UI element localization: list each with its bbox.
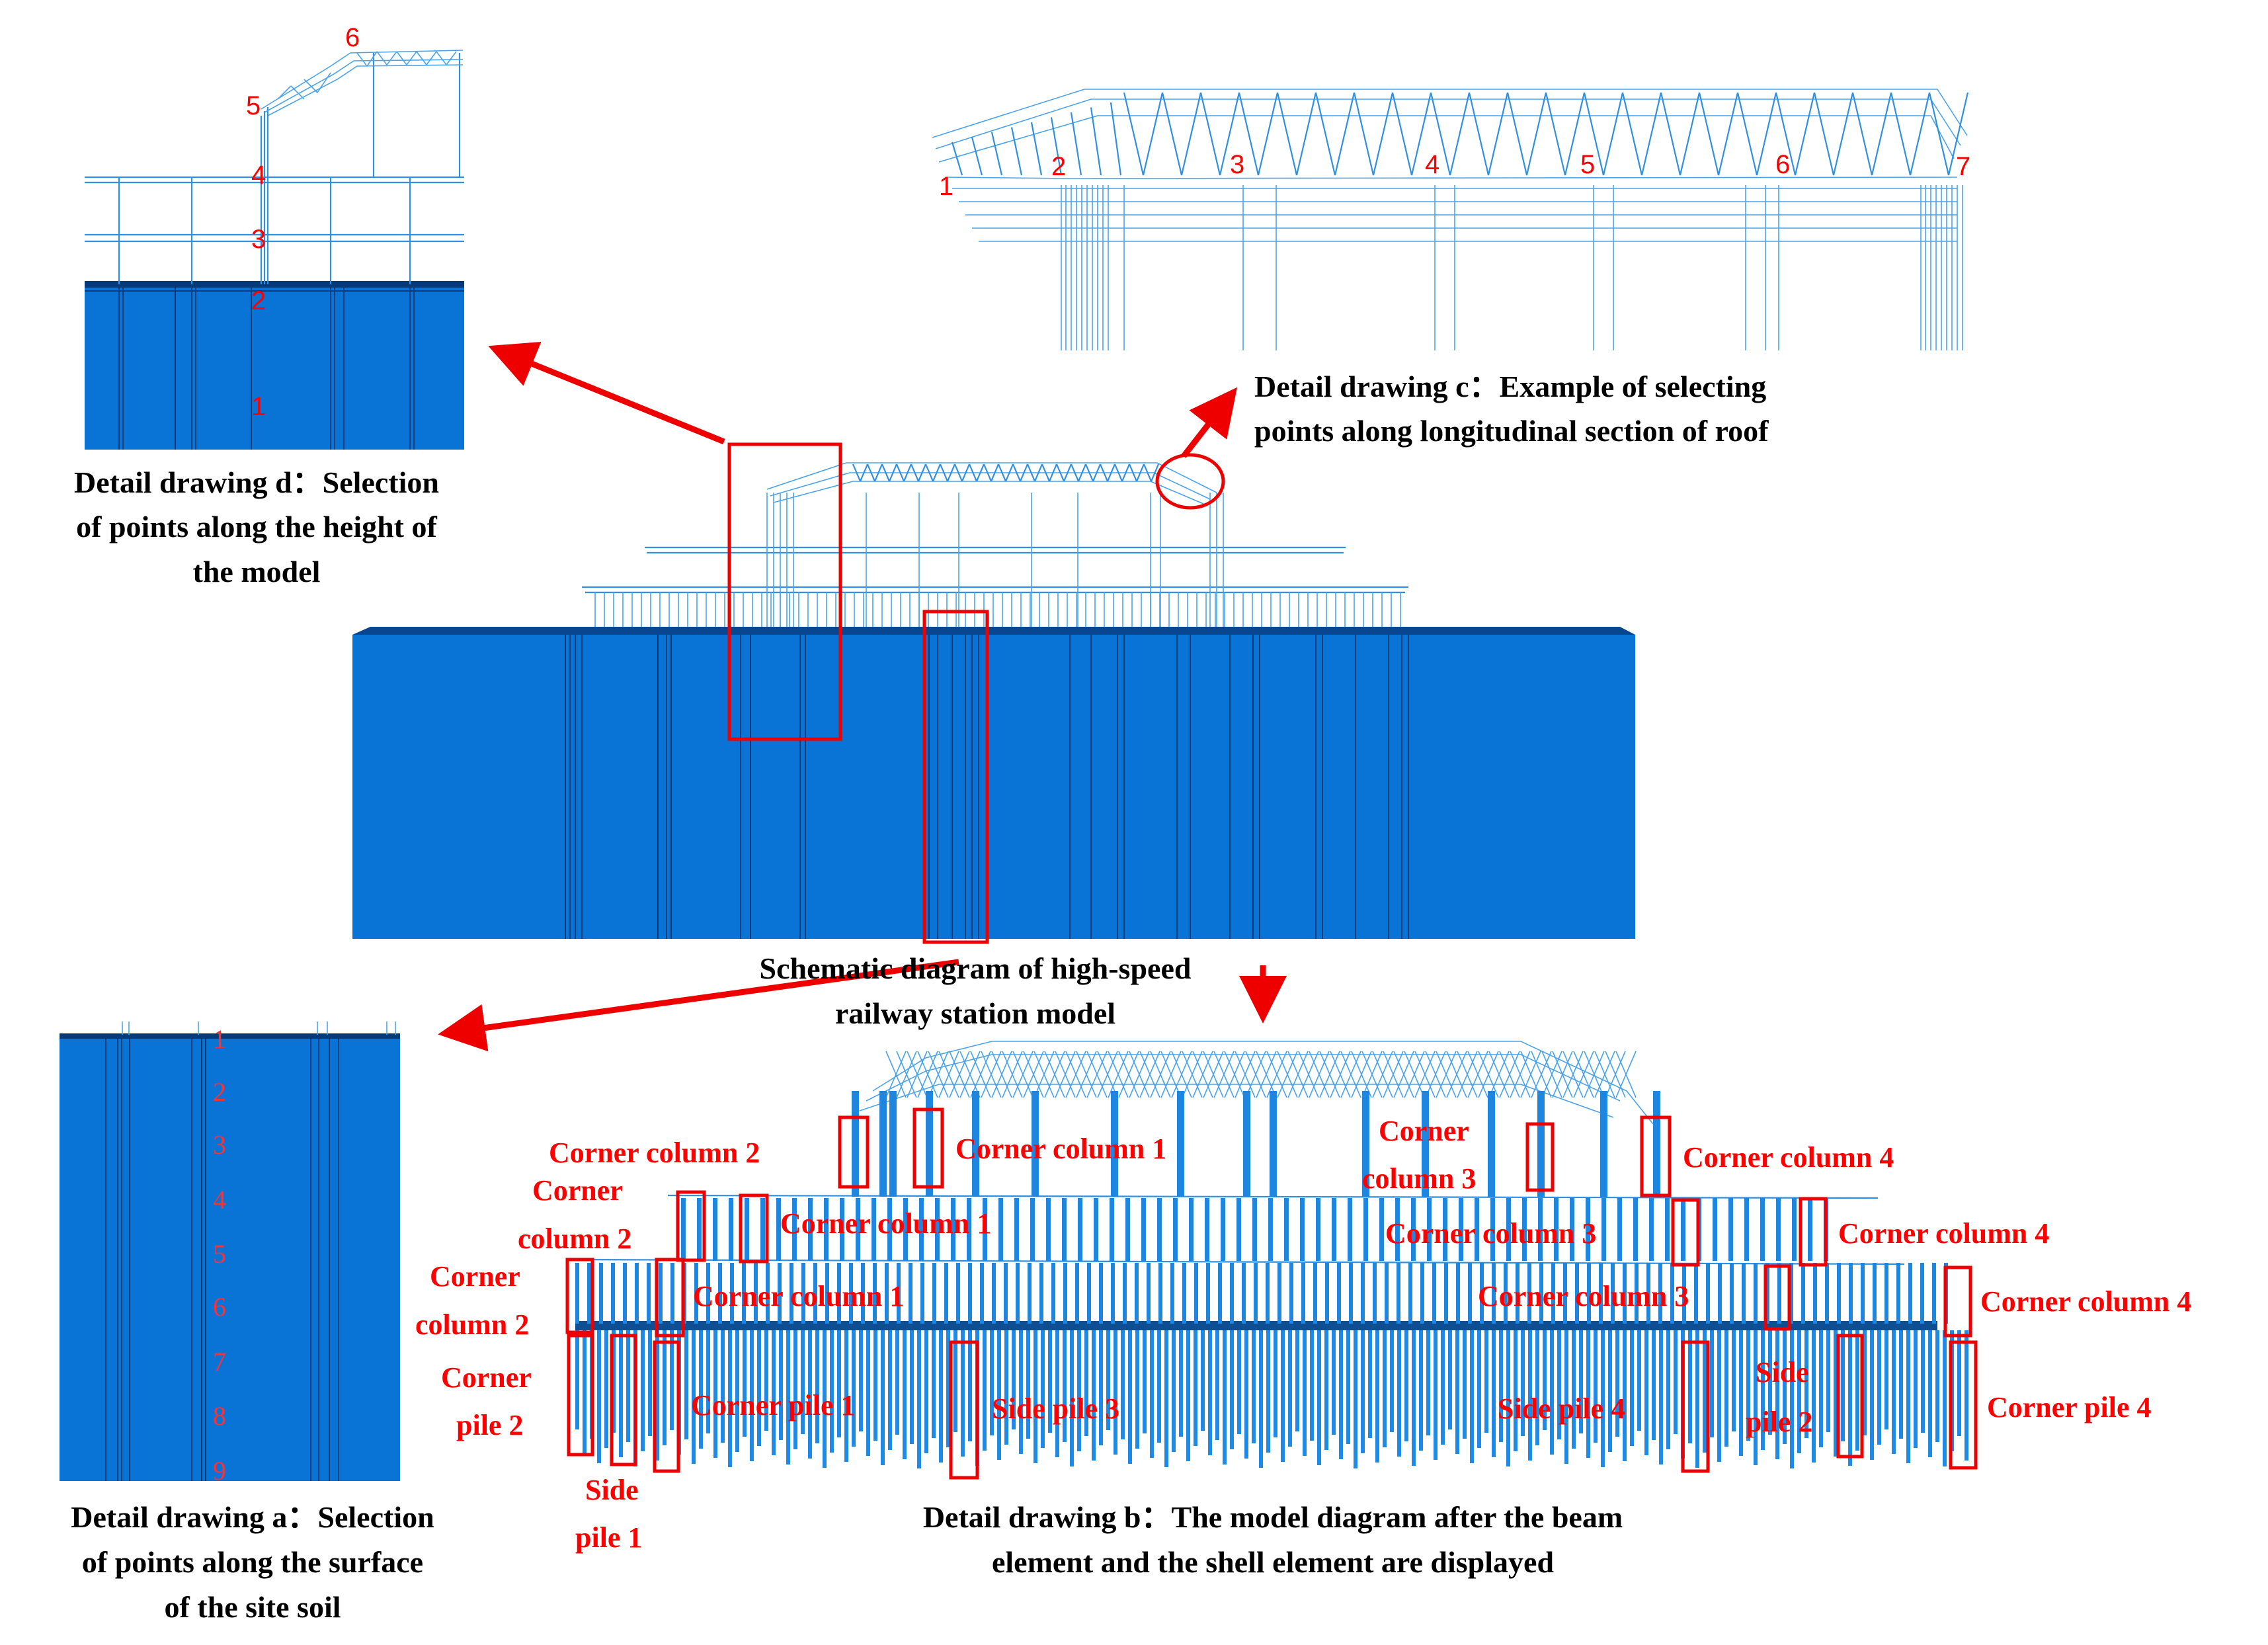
detail-d-caption-line-3: the model — [193, 555, 321, 588]
detail-c-caption: Detail drawing c：Example of selecting po… — [1254, 370, 1769, 448]
box-roof-corner-column-3 — [1525, 1122, 1555, 1192]
detail-d-point-6: 6 — [345, 23, 360, 52]
box-lower-corner-column-3 — [1763, 1264, 1791, 1331]
detail-b-labels: Corner column 2 Corner column 1 Corner c… — [415, 1115, 2191, 1554]
box-roof-corner-column-1 — [912, 1107, 944, 1189]
detail-c-point-6: 6 — [1775, 150, 1790, 179]
label-lower-corner-column-4: Corner column 4 — [1980, 1285, 2191, 1318]
main-caption: Schematic diagram of high-speed railway … — [760, 951, 1192, 1030]
box-side-pile-4 — [1681, 1340, 1710, 1473]
box-upper-corner-column-2 — [676, 1190, 706, 1262]
detail-b-caption-line-2: element and the shell element are displa… — [992, 1545, 1554, 1579]
label-upper-corner-column-1: Corner column 1 — [780, 1207, 991, 1240]
label-corner-pile-1: Corner pile 1 — [691, 1389, 856, 1422]
detail-d-point-2: 2 — [251, 286, 266, 315]
detail-a-caption-line-2: of points along the surface — [82, 1545, 423, 1579]
box-lower-corner-column-4 — [1943, 1265, 1972, 1338]
arrow-to-detail-a — [438, 959, 959, 1052]
main-caption-line-2: railway station model — [835, 996, 1115, 1030]
label-roof-corner-column-2: Corner column 2 — [549, 1137, 760, 1169]
label-side-pile-1-line-2: pile 1 — [575, 1521, 642, 1554]
box-roof-corner-column-2 — [838, 1115, 870, 1189]
detail-a-point-3: 3 — [213, 1130, 226, 1160]
detail-b-caption-line-1: Detail drawing b：The model diagram after… — [923, 1500, 1623, 1534]
detail-d-point-1: 1 — [251, 392, 266, 421]
detail-a-caption-line-1: Detail drawing a：Selection — [71, 1500, 434, 1534]
detail-a-point-8: 8 — [213, 1401, 226, 1431]
detail-b-caption: Detail drawing b：The model diagram after… — [923, 1500, 1623, 1579]
detail-d-point-4: 4 — [251, 161, 266, 190]
detail-c-caption-line-1: Detail drawing c：Example of selecting — [1254, 370, 1766, 403]
detail-b-selection-boxes — [565, 1107, 1978, 1480]
box-lower-corner-column-1 — [655, 1258, 685, 1338]
detail-a-point-7: 7 — [213, 1347, 226, 1377]
label-side-pile-3: Side pile 3 — [992, 1392, 1119, 1425]
label-lower-corner-column-2-line-1: Corner — [430, 1260, 520, 1293]
label-corner-pile-2-line-1: Corner — [441, 1361, 532, 1394]
detail-c-point-3: 3 — [1230, 150, 1244, 179]
detail-a-drawing: 1 2 3 4 5 6 7 8 9 — [60, 1022, 400, 1486]
detail-a-point-2: 2 — [213, 1077, 226, 1107]
box-side-pile-3 — [949, 1340, 979, 1480]
detail-a-point-6: 6 — [213, 1292, 226, 1322]
main-model — [352, 462, 1635, 939]
label-side-pile-2-line-1: Side — [1756, 1356, 1809, 1388]
label-side-pile-2-line-2: pile 2 — [1746, 1406, 1812, 1438]
label-lower-corner-column-3: Corner column 3 — [1478, 1280, 1689, 1312]
detail-c-point-1: 1 — [939, 172, 953, 201]
detail-c-point-2: 2 — [1051, 152, 1066, 181]
box-corner-pile-1 — [653, 1340, 680, 1473]
detail-c-point-7: 7 — [1956, 152, 1970, 181]
label-upper-corner-column-4: Corner column 4 — [1838, 1217, 2049, 1250]
arrow-to-detail-d — [488, 341, 725, 445]
detail-a-point-1: 1 — [213, 1024, 226, 1054]
label-lower-corner-column-2-line-2: column 2 — [415, 1308, 529, 1341]
label-roof-corner-column-3-line-1: Corner — [1379, 1115, 1469, 1147]
box-upper-corner-column-3 — [1671, 1198, 1700, 1267]
label-upper-corner-column-2-line-2: column 2 — [518, 1223, 631, 1255]
label-lower-corner-column-1: Corner column 1 — [693, 1280, 904, 1312]
main-height-selection-box — [727, 442, 842, 741]
box-roof-corner-column-4 — [1640, 1115, 1672, 1197]
label-upper-corner-column-2-line-1: Corner — [532, 1174, 623, 1207]
box-lower-corner-column-2 — [565, 1258, 594, 1334]
detail-a-caption-line-3: of the site soil — [164, 1590, 341, 1624]
detail-b-drawing — [568, 1041, 1968, 1468]
main-roof-selection-circle — [1155, 453, 1225, 510]
detail-a-point-4: 4 — [213, 1185, 226, 1215]
label-upper-corner-column-3: Corner column 3 — [1385, 1217, 1596, 1250]
detail-c-point-4: 4 — [1425, 150, 1439, 179]
detail-d-caption-line-1: Detail drawing d：Selection — [74, 465, 439, 499]
detail-d-point-5: 5 — [246, 91, 261, 120]
label-side-pile-4: Side pile 4 — [1498, 1392, 1625, 1425]
detail-d-point-3: 3 — [251, 225, 266, 254]
label-side-pile-1-line-1: Side — [585, 1474, 639, 1506]
detail-d-caption: Detail drawing d：Selection of points alo… — [74, 465, 439, 588]
detail-d-drawing: 1 2 3 4 5 6 — [85, 23, 464, 450]
detail-c-caption-line-2: points along longitudinal section of roo… — [1254, 414, 1769, 448]
box-corner-pile-4 — [1949, 1340, 1978, 1470]
detail-c-drawing: 1 2 3 4 5 6 7 — [932, 89, 1970, 350]
detail-a-point-9: 9 — [213, 1456, 226, 1486]
label-roof-corner-column-3-line-2: column 3 — [1362, 1162, 1476, 1195]
arrow-to-detail-c — [1181, 387, 1238, 458]
main-caption-line-1: Schematic diagram of high-speed — [760, 951, 1192, 985]
main-surface-selection-box — [922, 610, 989, 944]
box-upper-corner-column-1 — [739, 1193, 769, 1264]
box-upper-corner-column-4 — [1799, 1197, 1828, 1267]
detail-a-point-5: 5 — [213, 1239, 226, 1269]
label-corner-pile-2-line-2: pile 2 — [456, 1409, 523, 1441]
label-roof-corner-column-1: Corner column 1 — [955, 1133, 1166, 1165]
label-roof-corner-column-4: Corner column 4 — [1683, 1141, 1894, 1174]
box-side-pile-2 — [1836, 1334, 1864, 1459]
detail-d-caption-line-2: of points along the height of — [76, 510, 437, 543]
label-corner-pile-4: Corner pile 4 — [1987, 1391, 2152, 1424]
box-side-pile-1 — [610, 1334, 637, 1466]
box-corner-pile-2 — [567, 1334, 594, 1457]
detail-a-caption: Detail drawing a：Selection of points alo… — [71, 1500, 434, 1624]
detail-c-point-5: 5 — [1580, 150, 1595, 179]
